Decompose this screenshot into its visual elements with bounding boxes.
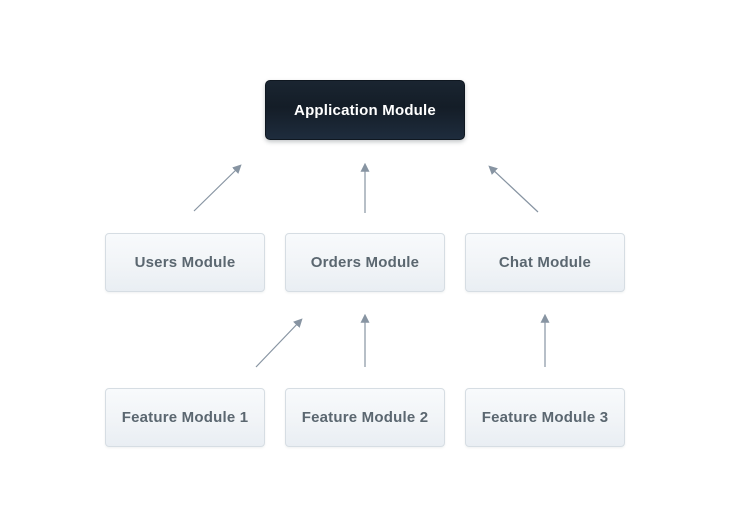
node-label: Feature Module 1 <box>121 409 249 426</box>
node-label: Feature Module 2 <box>301 409 429 426</box>
node-label: Orders Module <box>310 254 420 271</box>
node-feature-module-2: Feature Module 2 <box>285 388 445 447</box>
node-feature-module-1: Feature Module 1 <box>105 388 265 447</box>
arrow-users-to-application <box>193 164 242 212</box>
arrow-chat-to-application <box>488 165 539 213</box>
node-label: Application Module <box>294 101 436 119</box>
node-feature-module-3: Feature Module 3 <box>465 388 625 447</box>
arrow-feature1-to-orders <box>255 318 303 368</box>
node-users-module: Users Module <box>105 233 265 292</box>
node-orders-module: Orders Module <box>285 233 445 292</box>
node-chat-module: Chat Module <box>465 233 625 292</box>
node-label: Users Module <box>134 254 236 271</box>
node-label: Feature Module 3 <box>481 409 609 426</box>
node-label: Chat Module <box>498 254 592 271</box>
node-application-module: Application Module <box>265 80 465 140</box>
